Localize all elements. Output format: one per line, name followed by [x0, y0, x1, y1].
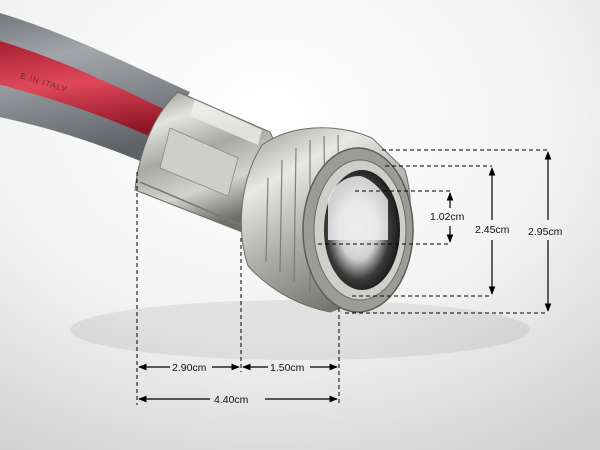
total-length-label: 4.40cm — [214, 394, 249, 406]
horizontal-dimension-arrows — [138, 363, 338, 403]
ferrule — [134, 91, 279, 236]
rubber-washer — [328, 176, 388, 240]
dimension-guides — [136, 149, 548, 405]
outer-diameter-label: 2.95cm — [528, 226, 563, 238]
vertical-dimension-arrows — [446, 151, 552, 312]
red-stripe — [0, 40, 172, 142]
hose: E IN ITALY — [0, 12, 190, 165]
thread-diameter-label: 2.45cm — [475, 224, 510, 236]
coupling-nut — [240, 127, 414, 313]
ferrule-flat — [159, 127, 239, 197]
ferrule-length-label: 2.90cm — [172, 362, 207, 374]
floor-shadow — [70, 300, 530, 360]
nut-length-label: 1.50cm — [270, 362, 305, 374]
inner-diameter-label: 1.02cm — [430, 211, 465, 223]
